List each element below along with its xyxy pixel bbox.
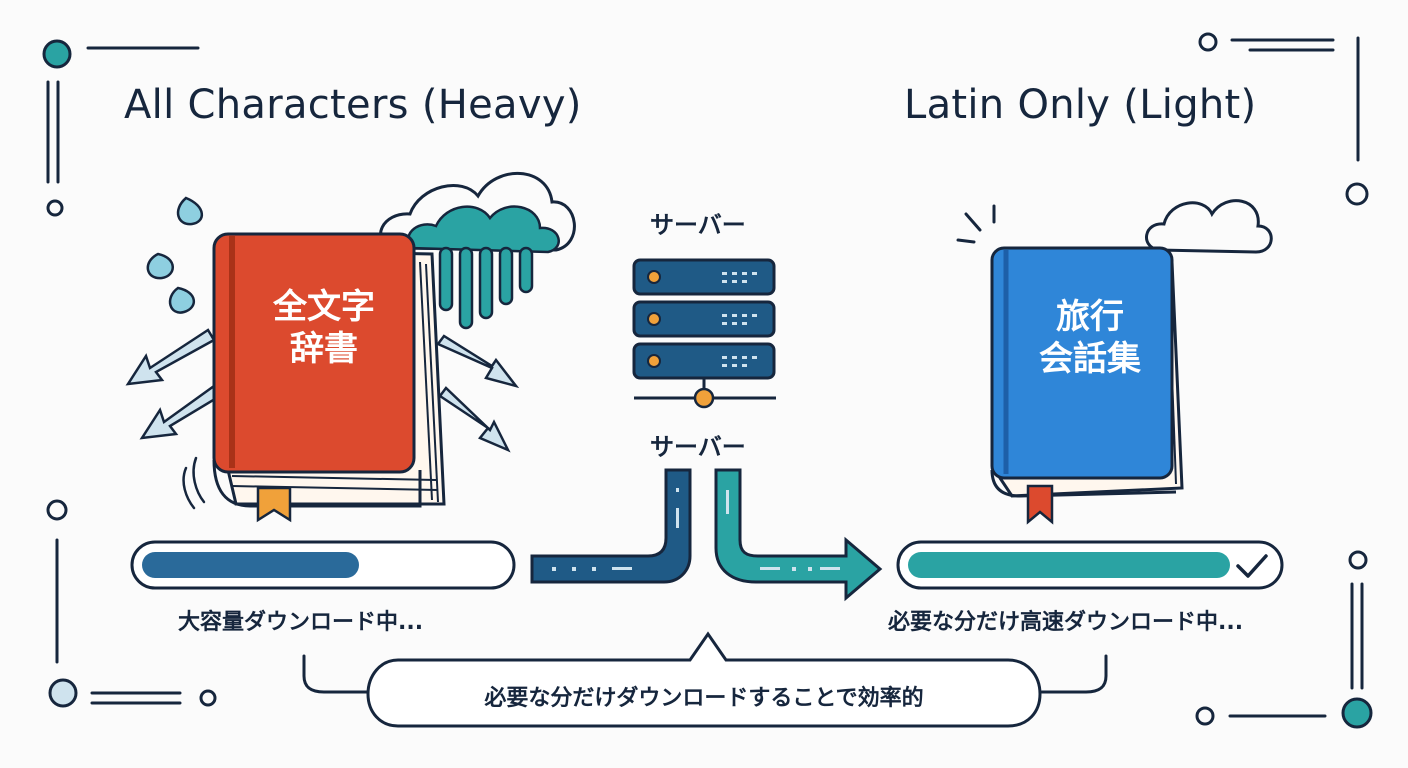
rain-cloud-icon: [379, 172, 576, 330]
right-book-line1: 旅行: [1056, 297, 1124, 337]
frame-decoration: [42, 32, 1373, 729]
right-status-text: 必要な分だけ高速ダウンロード中...: [888, 610, 1244, 635]
data-flow-pipes: [530, 468, 883, 602]
left-book-title: 全文字 辞書: [254, 286, 394, 370]
server-label-top: サーバー: [650, 211, 746, 239]
left-book-line2: 辞書: [290, 329, 358, 369]
left-book-line1: 全文字: [273, 287, 375, 327]
red-book-icon: [212, 232, 446, 523]
check-icon: [1236, 554, 1268, 578]
summary-text: 必要な分だけダウンロードすることで効率的: [484, 686, 924, 711]
left-status-text: 大容量ダウンロード中...: [178, 610, 424, 635]
sweat-drops-icon: [146, 196, 203, 314]
right-book-line2: 会話集: [1039, 339, 1141, 379]
left-title: All Characters (Heavy): [124, 82, 582, 128]
blue-book-icon: [990, 246, 1184, 525]
right-title: Latin Only (Light): [904, 82, 1257, 128]
cloud-icon: [1145, 199, 1273, 254]
server-icon: [632, 258, 776, 409]
right-book-title: 旅行 会話集: [1020, 296, 1160, 380]
server-label-bottom: サーバー: [650, 433, 746, 461]
strain-arrows-icon: [125, 328, 520, 453]
right-progress-bar: [896, 540, 1284, 590]
wobble-lines: [182, 456, 206, 510]
summary-callout: [302, 631, 1108, 728]
sparkle-icon: [956, 204, 996, 244]
left-progress-bar: [130, 540, 516, 590]
